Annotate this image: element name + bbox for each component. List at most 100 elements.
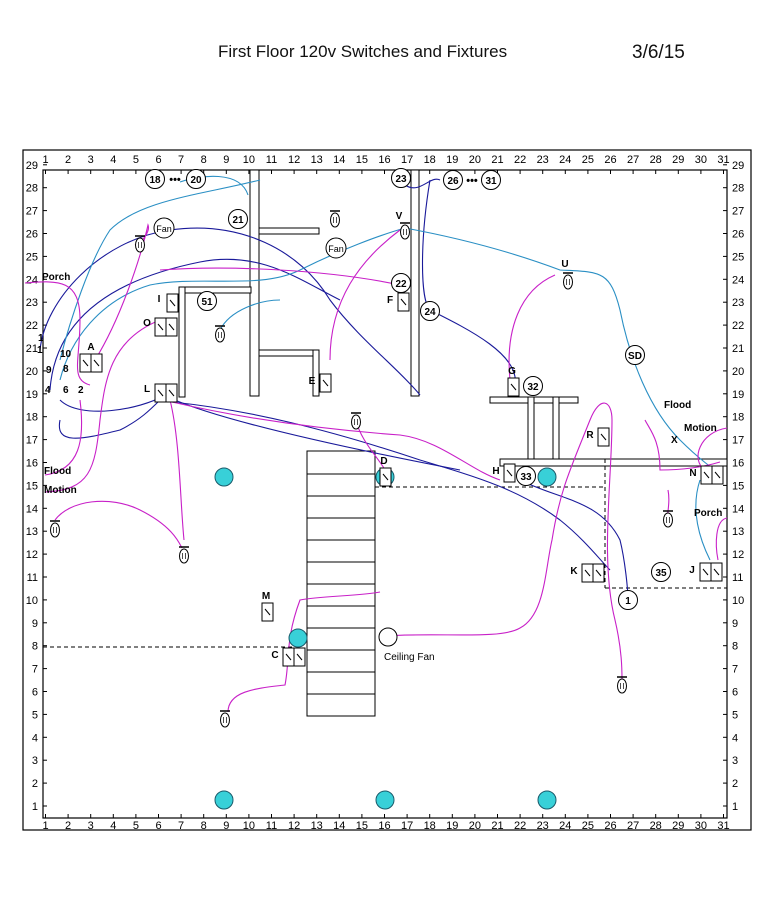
switch-label: M bbox=[262, 591, 270, 602]
x-tick-label-top: 8 bbox=[201, 154, 207, 166]
bulb-icon bbox=[50, 520, 60, 538]
left-number: 2 bbox=[78, 385, 84, 396]
switch-a[interactable]: A bbox=[79, 342, 103, 373]
switch-h[interactable]: H bbox=[492, 463, 516, 483]
x-marker-label: X bbox=[671, 435, 678, 446]
switch-d[interactable]: D bbox=[379, 456, 392, 487]
y-tick-label-left: 13 bbox=[26, 526, 38, 538]
x-tick-label-top: 2 bbox=[65, 154, 71, 166]
wall-v-17 bbox=[410, 169, 420, 397]
svg-text:32: 32 bbox=[527, 382, 539, 393]
y-tick-label-right: 27 bbox=[732, 206, 744, 218]
y-tick-label-right: 22 bbox=[732, 320, 744, 332]
x-tick-label-bottom: 4 bbox=[110, 820, 116, 832]
light-fixtures bbox=[50, 210, 673, 728]
wire-magenta-11 bbox=[384, 402, 623, 681]
x-tick-label-top: 16 bbox=[378, 154, 390, 166]
switch-l[interactable]: L bbox=[144, 383, 178, 403]
wall-v-e bbox=[312, 349, 320, 397]
x-tick-label-top: 18 bbox=[424, 154, 436, 166]
switch-u[interactable]: U bbox=[561, 259, 568, 270]
switch-i[interactable]: I bbox=[158, 293, 179, 313]
wall-v-10 bbox=[249, 169, 260, 397]
y-tick-label-left: 28 bbox=[26, 183, 38, 195]
svg-text:24: 24 bbox=[424, 307, 436, 318]
switch-g[interactable]: G bbox=[507, 366, 520, 397]
x-tick-label-bottom: 12 bbox=[288, 820, 300, 832]
x-tick-label-top: 25 bbox=[582, 154, 594, 166]
switch-e[interactable]: E bbox=[309, 373, 332, 393]
wire-magenta-2 bbox=[94, 223, 149, 361]
switch-label: L bbox=[144, 384, 150, 395]
bulb-icon bbox=[215, 325, 225, 343]
y-tick-label-right: 13 bbox=[732, 526, 744, 538]
wire-cyan-3 bbox=[404, 227, 716, 471]
ceiling-fan-icon bbox=[378, 627, 398, 647]
x-tick-label-bottom: 7 bbox=[178, 820, 184, 832]
porch-right-label: Porch bbox=[694, 508, 722, 519]
y-tick-label-right: 25 bbox=[732, 251, 744, 263]
x-tick-label-top: 11 bbox=[266, 154, 277, 166]
circuit-21: 21 bbox=[228, 209, 248, 229]
y-tick-label-right: 23 bbox=[732, 297, 744, 309]
y-tick-label-right: 24 bbox=[732, 274, 744, 286]
switch-m[interactable]: M bbox=[261, 591, 274, 622]
x-tick-label-bottom: 21 bbox=[491, 820, 503, 832]
ceiling-light-7 bbox=[537, 790, 557, 810]
switch-n[interactable]: N bbox=[689, 465, 724, 485]
x-tick-label-bottom: 31 bbox=[717, 820, 729, 832]
switch-label: N bbox=[689, 468, 696, 479]
circuit-33: 33 bbox=[516, 466, 536, 486]
y-tick-label-left: 15 bbox=[26, 480, 38, 492]
y-tick-label-right: 18 bbox=[732, 412, 744, 424]
y-tick-label-left: 12 bbox=[26, 549, 38, 561]
y-tick-label-left: 5 bbox=[32, 709, 38, 721]
switch-label: H bbox=[492, 466, 499, 477]
left-number: 8 bbox=[63, 364, 69, 375]
switch-f[interactable]: F bbox=[387, 292, 410, 312]
y-tick-label-right: 12 bbox=[732, 549, 744, 561]
x-tick-label-bottom: 5 bbox=[133, 820, 139, 832]
svg-text:1: 1 bbox=[625, 596, 631, 607]
wall-h-16 bbox=[499, 458, 728, 467]
x-tick-label-top: 24 bbox=[559, 154, 571, 166]
y-tick-label-left: 10 bbox=[26, 595, 38, 607]
left-number: 9 bbox=[46, 365, 52, 376]
switch-o[interactable]: O bbox=[143, 317, 178, 337]
x-tick-label-top: 14 bbox=[333, 154, 345, 166]
switch-r[interactable]: R bbox=[586, 427, 610, 447]
y-tick-label-left: 14 bbox=[26, 503, 38, 515]
x-tick-label-bottom: 29 bbox=[672, 820, 684, 832]
ceiling-light-4 bbox=[288, 628, 308, 648]
walls bbox=[178, 169, 728, 467]
y-tick-label-left: 8 bbox=[32, 641, 38, 653]
switch-label: F bbox=[387, 295, 393, 306]
x-tick-label-bottom: 13 bbox=[311, 820, 323, 832]
bulb-icon bbox=[220, 710, 230, 728]
y-tick-label-right: 1 bbox=[732, 801, 738, 813]
wire-magenta-3 bbox=[44, 319, 161, 493]
fan-icon-2 bbox=[325, 237, 347, 259]
grid-axes: 1122334455667788991010111112121313141415… bbox=[26, 154, 745, 832]
x-tick-label-top: 27 bbox=[627, 154, 639, 166]
y-tick-label-right: 29 bbox=[732, 160, 744, 172]
x-tick-label-top: 15 bbox=[356, 154, 368, 166]
porch-left-label: Porch bbox=[42, 272, 70, 283]
x-tick-label-top: 7 bbox=[178, 154, 184, 166]
switch-label: E bbox=[309, 376, 316, 387]
switch-k[interactable]: K bbox=[570, 563, 605, 583]
circuit-sd: SD bbox=[625, 345, 645, 365]
bulb-icon bbox=[617, 676, 627, 694]
wire-magenta-4 bbox=[44, 399, 83, 476]
x-tick-label-top: 19 bbox=[446, 154, 458, 166]
ceiling-light-1 bbox=[214, 467, 234, 487]
switch-label: I bbox=[158, 294, 161, 305]
switch-c[interactable]: C bbox=[271, 647, 306, 667]
switch-v[interactable]: V bbox=[396, 211, 403, 222]
x-tick-label-top: 23 bbox=[537, 154, 549, 166]
y-tick-label-right: 6 bbox=[732, 687, 738, 699]
wire-blue-4 bbox=[171, 401, 611, 571]
switch-j[interactable]: J bbox=[689, 562, 723, 582]
bulb-icon bbox=[135, 235, 145, 253]
